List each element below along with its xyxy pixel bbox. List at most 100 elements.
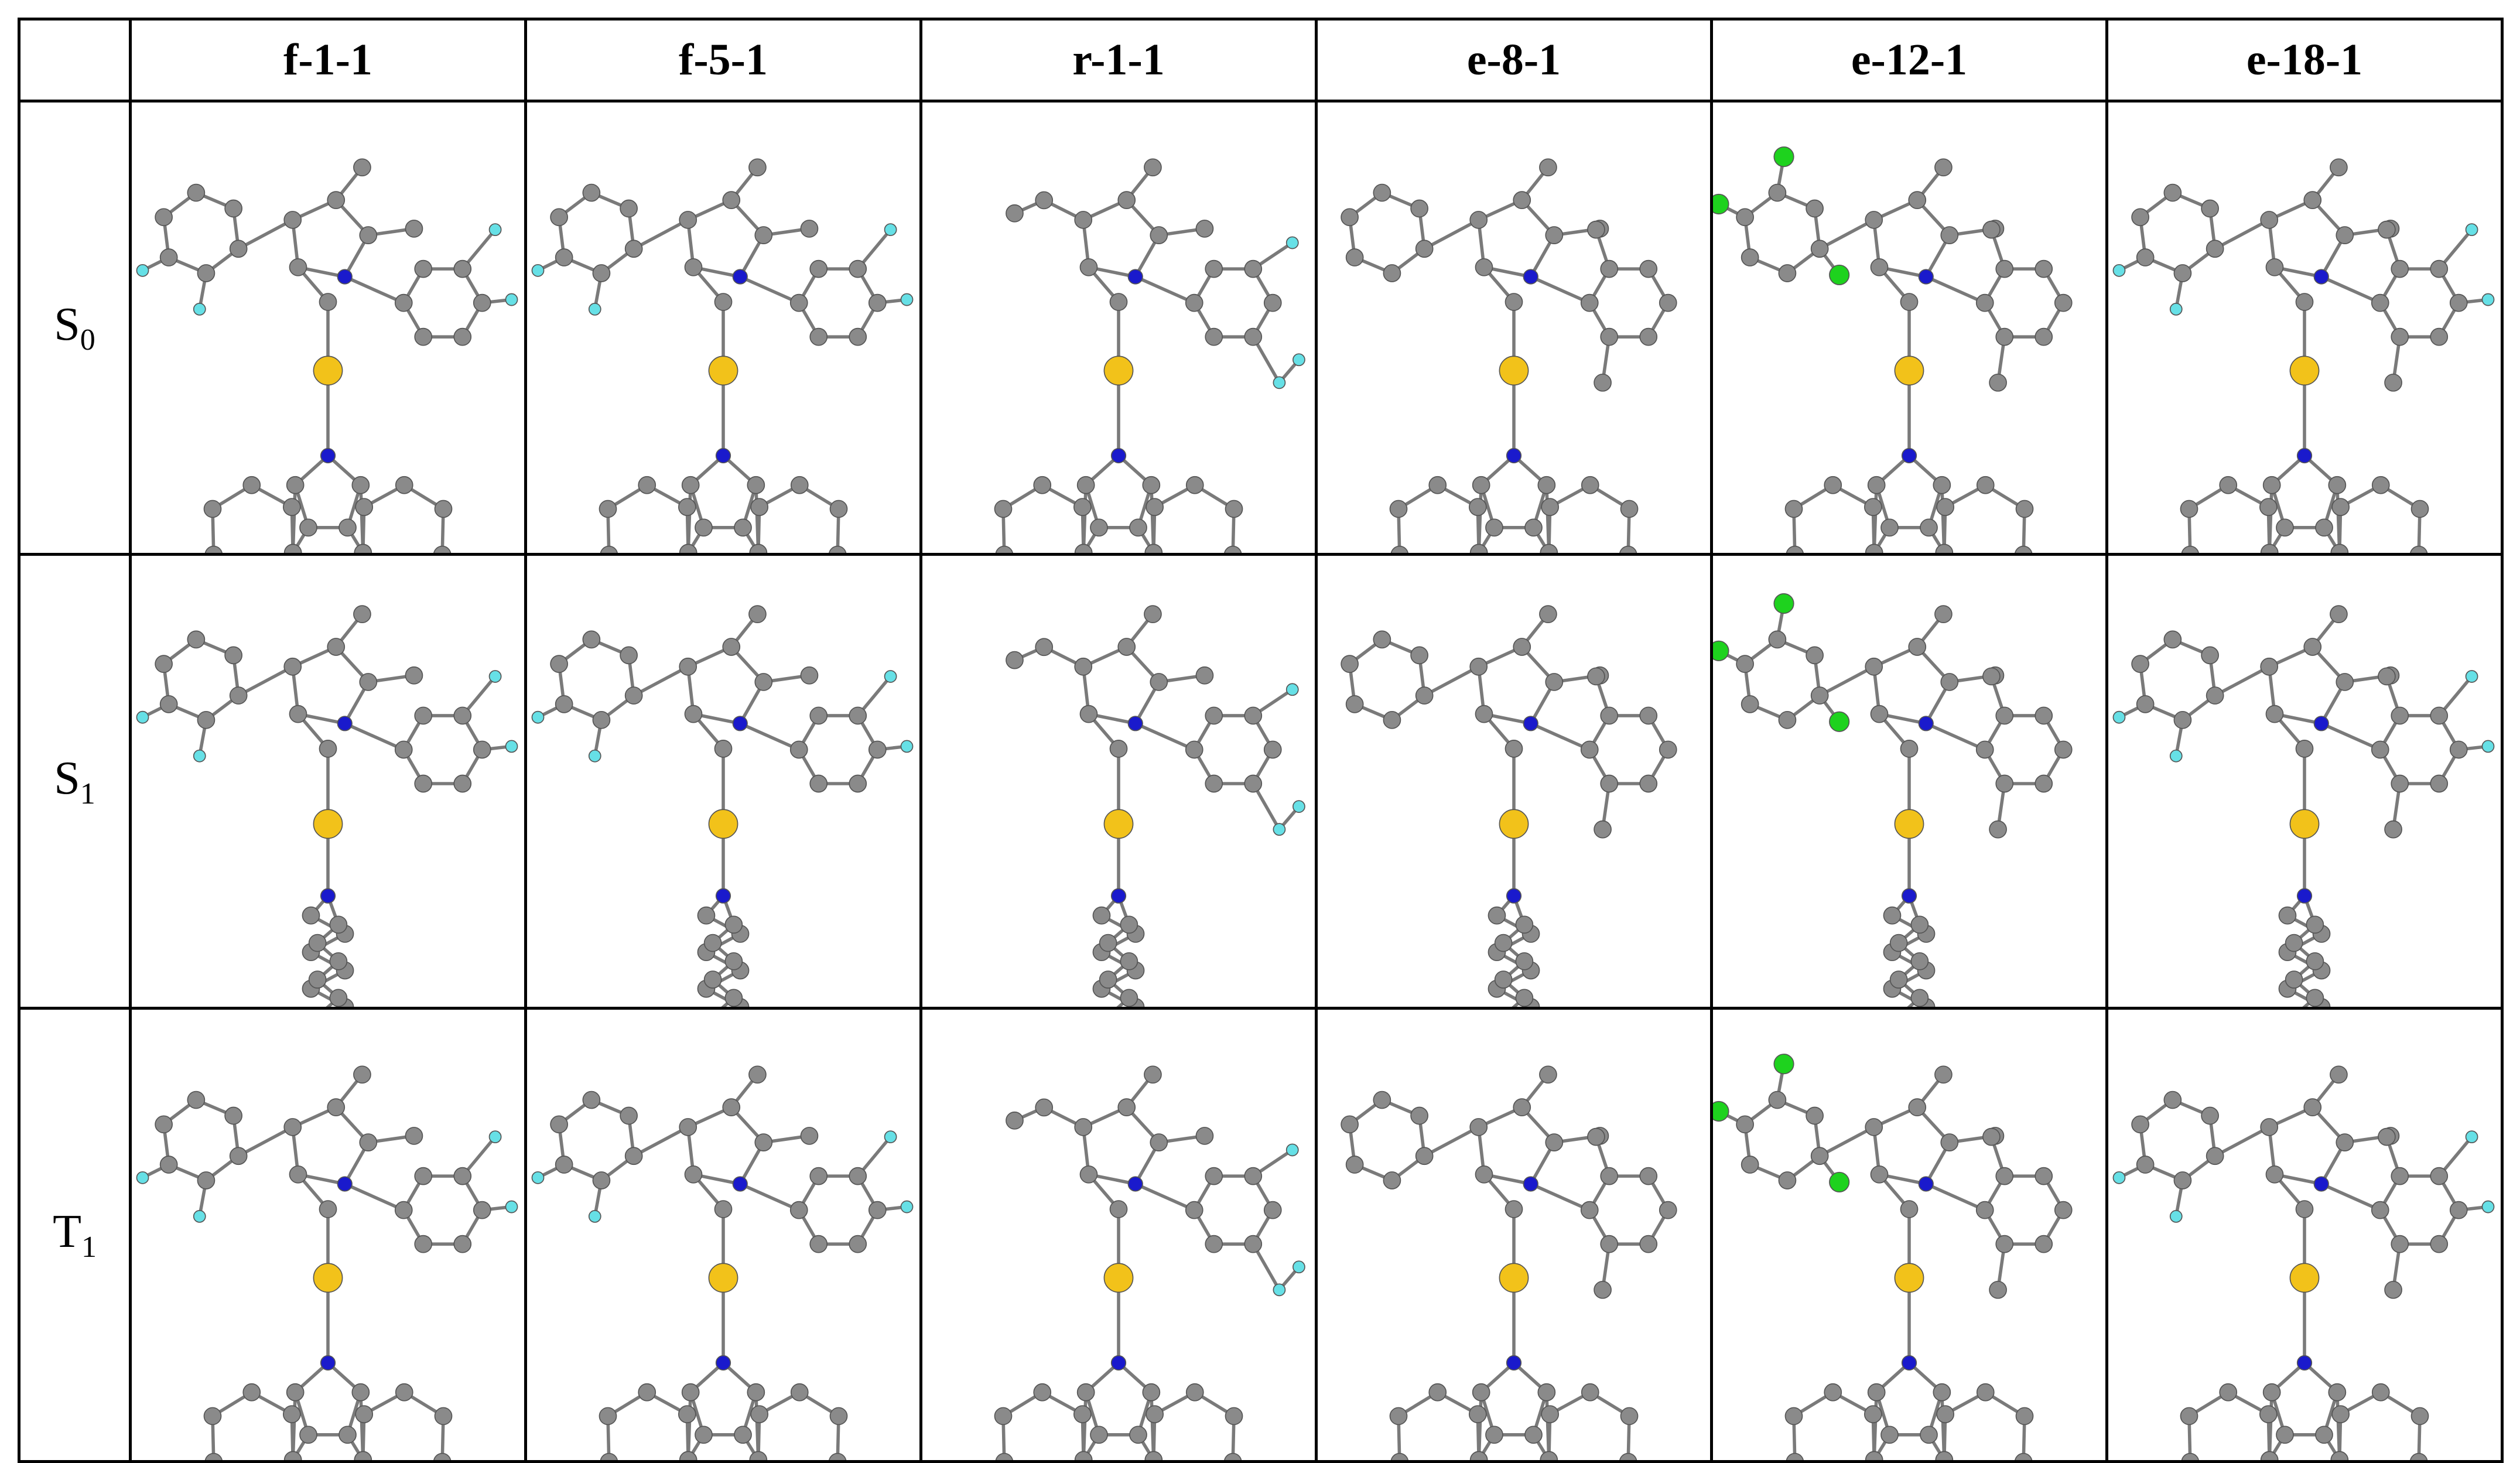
carbon-atom — [1383, 1172, 1400, 1189]
carbon-atom — [2132, 656, 2149, 673]
carbon-atom — [1473, 477, 1490, 494]
carbon-atom — [2266, 259, 2283, 276]
nitrogen-atom — [2314, 1177, 2328, 1191]
structure-cell — [921, 1008, 1317, 1461]
sulfur-atom — [709, 356, 737, 385]
carbon-atom — [1977, 1383, 1994, 1400]
carbon-atom — [620, 200, 637, 217]
state-letter: T — [53, 1206, 81, 1257]
carbon-atom — [550, 208, 567, 225]
column-header: f-1-1 — [131, 19, 526, 101]
bond — [1820, 667, 1874, 696]
carbon-atom — [352, 477, 369, 494]
carbon-atom — [2137, 696, 2154, 713]
carbon-atom — [1475, 1166, 1492, 1183]
carbon-atom — [1373, 1091, 1390, 1108]
carbon-atom — [1660, 741, 1677, 758]
carbon-atom — [849, 775, 866, 792]
nitrogen-atom — [2314, 716, 2328, 731]
carbon-atom — [1769, 1091, 1786, 1108]
bond — [1151, 1392, 1154, 1460]
carbon-atom — [1090, 1426, 1107, 1443]
carbon-atom — [751, 1406, 768, 1423]
sulfur-atom — [709, 1263, 737, 1292]
fluorine-atom — [1273, 1284, 1285, 1295]
carbon-atom — [2279, 907, 2296, 924]
carbon-atom — [1640, 1167, 1657, 1184]
carbon-atom — [197, 1172, 214, 1189]
carbon-atom — [1900, 740, 1917, 757]
carbon-atom — [1486, 1426, 1503, 1443]
carbon-atom — [2378, 668, 2395, 685]
fluorine-atom — [589, 1211, 601, 1222]
carbon-atom — [1989, 821, 2006, 838]
carbon-atom — [1205, 261, 1222, 278]
carbon-atom — [1513, 638, 1530, 655]
carbon-atom — [583, 1091, 600, 1108]
carbon-atom — [300, 1426, 317, 1443]
carbon-atom — [160, 1156, 177, 1173]
carbon-atom — [2174, 265, 2191, 282]
carbon-atom — [309, 971, 326, 988]
carbon-atom — [550, 1116, 567, 1133]
carbon-atom — [2015, 546, 2032, 553]
carbon-atom — [2174, 1172, 2191, 1189]
carbon-atom — [1264, 1201, 1281, 1218]
carbon-atom — [1909, 1099, 1926, 1116]
carbon-atom — [1488, 907, 1505, 924]
molecule-structure — [922, 102, 1315, 553]
sulfur-atom — [1104, 810, 1133, 839]
carbon-atom — [435, 500, 452, 517]
fluorine-atom — [1293, 354, 1305, 365]
carbon-atom — [360, 227, 377, 244]
carbon-atom — [2391, 1235, 2408, 1252]
carbon-atom — [1034, 477, 1051, 494]
bond — [345, 724, 404, 750]
structure-cell — [1712, 1008, 2107, 1461]
carbon-atom — [2336, 674, 2353, 691]
molecule — [1713, 594, 2072, 1007]
carbon-atom — [2430, 1235, 2447, 1252]
carbon-atom — [2276, 519, 2293, 536]
carbon-atom — [2304, 1099, 2321, 1116]
fluorine-atom — [490, 224, 501, 235]
molecule — [2113, 159, 2494, 553]
carbon-atom — [1383, 265, 1400, 282]
carbon-atom — [791, 477, 808, 494]
bond — [2269, 485, 2272, 553]
carbon-atom — [1983, 668, 2000, 685]
molecule-structure — [2108, 1010, 2501, 1460]
carbon-atom — [801, 220, 818, 237]
carbon-atom — [2261, 658, 2278, 675]
nitrogen-atom — [716, 449, 731, 463]
carbon-atom — [1150, 674, 1167, 691]
carbon-atom — [454, 329, 471, 346]
carbon-atom — [849, 329, 866, 346]
nitrogen-atom — [1523, 1177, 1538, 1191]
state-row: T1 — [19, 1008, 2502, 1461]
carbon-atom — [1120, 917, 1137, 934]
carbon-atom — [695, 519, 712, 536]
fluorine-atom — [1293, 801, 1305, 812]
carbon-atom — [2304, 192, 2321, 208]
molecule — [2113, 606, 2494, 1007]
column-header: e-12-1 — [1712, 19, 2107, 101]
column-header: r-1-1 — [921, 19, 1317, 101]
fluorine-atom — [136, 1172, 148, 1184]
carbon-atom — [1416, 1147, 1433, 1164]
carbon-atom — [1186, 741, 1203, 758]
nitrogen-atom — [1128, 716, 1143, 731]
chlorine-atom — [1830, 265, 1849, 285]
fluorine-atom — [885, 1131, 897, 1143]
carbon-atom — [1779, 712, 1796, 729]
bond — [634, 1127, 688, 1156]
carbon-atom — [1074, 498, 1091, 515]
fluorine-atom — [2113, 1172, 2125, 1184]
carbon-atom — [415, 1235, 432, 1252]
carbon-atom — [2410, 546, 2427, 553]
carbon-atom — [2411, 500, 2428, 517]
nitrogen-atom — [1128, 1177, 1143, 1191]
structure-cell — [1317, 101, 1712, 555]
carbon-atom — [2260, 498, 2277, 515]
fluorine-atom — [490, 1131, 501, 1143]
